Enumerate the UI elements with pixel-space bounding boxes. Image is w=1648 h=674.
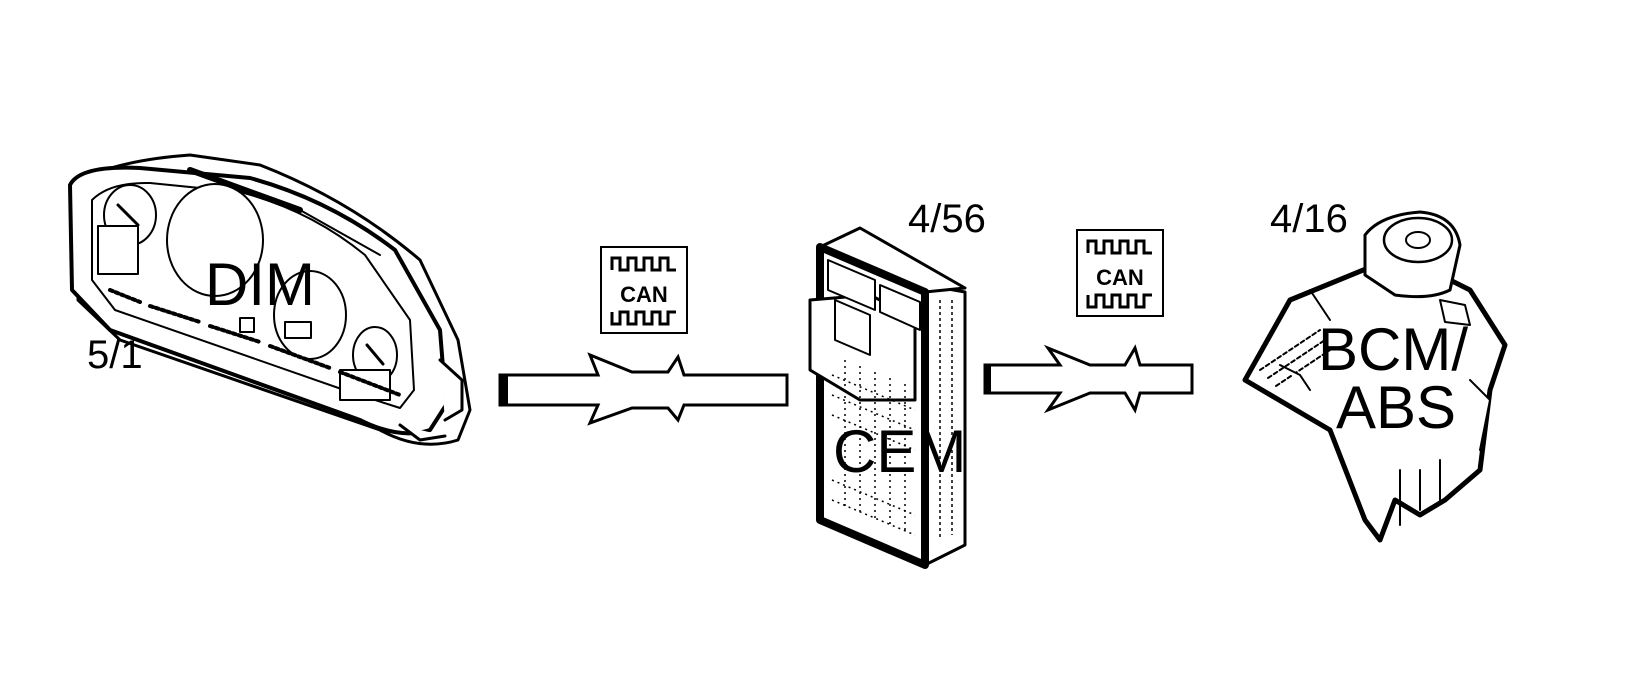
- cem-reference-number: 4/56: [908, 197, 986, 241]
- dim-module-label: DIM: [205, 251, 315, 318]
- cem-module-label: CEM: [833, 418, 966, 485]
- dim-reference-number: 5/1: [87, 333, 143, 377]
- can-link-dim-cem: [498, 352, 789, 426]
- bcm-abs-module-illustration: [1242, 210, 1508, 543]
- can-bus-icon-2: CAN: [1076, 229, 1164, 317]
- can-link-arrow-1: [498, 352, 789, 426]
- can-link-arrow-2: [983, 344, 1194, 414]
- cem-control-module-illustration: [808, 226, 967, 569]
- abs-module-label: ABS: [1336, 374, 1456, 441]
- bcm-module-label: BCM/: [1318, 316, 1468, 383]
- bcm-abs-reference-number: 4/16: [1270, 197, 1348, 241]
- dim-instrument-cluster-illustration: [68, 153, 472, 446]
- can-link-cem-bcm: [983, 344, 1194, 414]
- can-icon-label-2: CAN: [1096, 265, 1144, 290]
- can-bus-icon-1: CAN: [600, 246, 688, 334]
- can-icon-label-1: CAN: [620, 282, 668, 307]
